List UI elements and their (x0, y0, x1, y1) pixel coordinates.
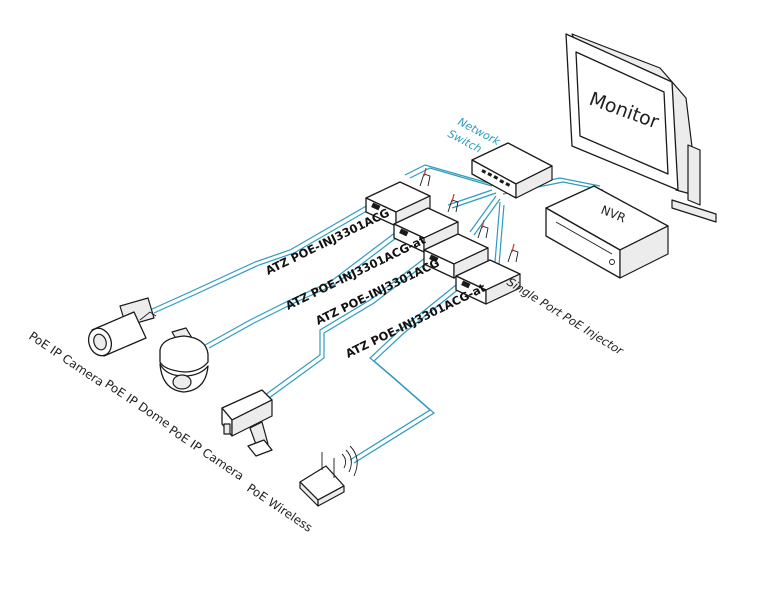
bullet-camera (87, 297, 157, 357)
wifi-signal-icon (341, 445, 358, 477)
cable-injector-3-camera (264, 257, 426, 396)
dome-lens-icon (172, 374, 192, 390)
switch-ports (481, 169, 511, 187)
monitor-screen (575, 51, 669, 175)
injector-4 (455, 243, 521, 305)
injector-caption: Single Port PoE Injector (504, 275, 626, 359)
camera-lens-icon (93, 333, 107, 351)
power-plug-icon (447, 199, 459, 213)
wireless-ap (299, 445, 358, 507)
cables (149, 164, 604, 464)
network-switch: Network Switch (446, 115, 553, 199)
cable-injector-2-dome (204, 231, 397, 346)
cable-switch-injector-4 (494, 201, 501, 263)
power-plug-icon (419, 173, 431, 187)
dome-camera (159, 327, 209, 393)
power-plug-icon (507, 249, 519, 263)
power-plug-icon (477, 225, 489, 239)
cable-injector-1-camera (149, 204, 369, 311)
monitor-stand (671, 199, 717, 223)
cable-switch-injector-3 (469, 195, 497, 233)
box-camera (221, 389, 273, 457)
camera-mount (247, 439, 273, 457)
cable-switch-injector-2 (447, 189, 493, 206)
device-label-ip-dome: PoE IP Dome (102, 377, 173, 431)
monitor: Monitor (565, 33, 717, 223)
cable-switch-injector-1 (404, 164, 489, 184)
nvr: NVR (545, 185, 669, 279)
nvr-power-icon (609, 259, 615, 265)
